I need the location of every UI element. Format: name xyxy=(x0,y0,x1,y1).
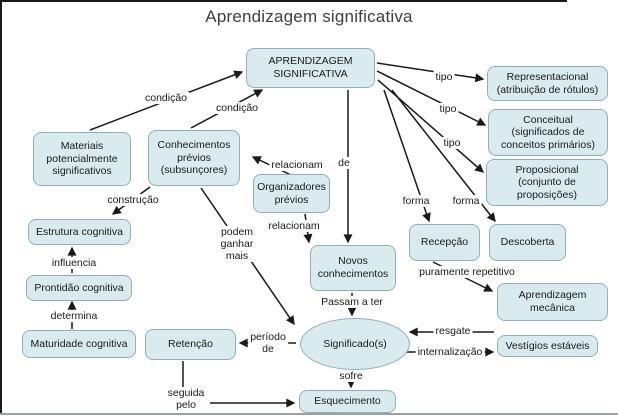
edge-label-tipo-2: tipo xyxy=(437,102,459,116)
edge-label-forma-1: forma xyxy=(400,194,432,208)
node-organizadores-previos: Organizadores prévios xyxy=(253,174,330,213)
edge-label-de: de xyxy=(336,156,352,170)
frame-border-bottom xyxy=(0,413,618,415)
edge-label-relacionam-1: relacionam xyxy=(269,158,325,172)
node-retencao: Retenção xyxy=(145,329,236,360)
node-representacional: Representacional (atribuição de rótulos) xyxy=(487,66,608,101)
diagram-title: Aprendizagem significativa xyxy=(205,7,413,26)
arrow-tipo-2 xyxy=(376,70,487,126)
node-proposicional: Proposicional (conjunto de proposições) xyxy=(486,159,608,206)
node-estrutura-cognitiva: Estrutura cognitiva xyxy=(28,219,131,245)
frame-border-left xyxy=(0,0,2,415)
edge-label-forma-2: forma xyxy=(450,194,482,208)
node-recepcao: Recepção xyxy=(409,224,480,261)
edge-label-tipo-1: tipo xyxy=(433,70,455,84)
arrow-tipo-1 xyxy=(376,62,485,83)
edge-label-relacionam-2: relacionam xyxy=(266,219,322,233)
node-descoberta: Descoberta xyxy=(489,224,566,261)
arrow-tipo-3 xyxy=(377,79,485,173)
edge-label-determina: determina xyxy=(48,309,100,323)
edge-label-condicao-2: condição xyxy=(213,101,261,115)
node-vestigios-estaveis: Vestígios estáveis xyxy=(497,335,598,357)
edge-label-influencia: influencia xyxy=(49,256,99,270)
node-novos-conhecimentos: Novos conhecimentos xyxy=(310,245,396,291)
edge-label-podem-ganhar-mais: podem ganhar mais xyxy=(218,225,256,263)
edge-label-condicao-1: condição xyxy=(142,91,190,105)
node-prontidao-cognitiva: Prontidão cognitiva xyxy=(26,275,132,301)
node-conceitual: Conceitual (significados de conceitos pr… xyxy=(488,109,608,156)
edge-label-internalizacao: internalização xyxy=(415,345,485,359)
edge-label-resgate: resgate xyxy=(433,324,473,338)
edge-label-tipo-3: tipo xyxy=(441,136,463,150)
edge-label-passam-a-ter: Passam a ter xyxy=(319,295,385,309)
edge-label-puramente-repetitivo: puramente repetitivo xyxy=(417,265,517,279)
frame-border-top xyxy=(0,0,567,2)
node-maturidade-cognitiva: Maturidade cognitiva xyxy=(22,330,136,358)
node-materiais-potencialmente-significativos: Materiais potencialmente significativos xyxy=(33,132,131,186)
node-esquecimento: Esquecimento xyxy=(299,390,396,413)
node-significados: Significado(s) xyxy=(300,318,410,370)
node-aprendizagem-mecanica: Aprendizagem mecânica xyxy=(497,283,608,321)
edge-label-seguida-pelo: seguida pelo xyxy=(165,386,207,412)
edge-label-periodo-de: período de xyxy=(248,330,288,356)
node-aprendizagem-significativa: APRENDIZAGEM SIGNIFICATIVA xyxy=(246,48,375,88)
edge-label-sofre: sofre xyxy=(337,369,365,383)
node-conhecimentos-previos: Conhecimentos prévios (subsunçores) xyxy=(148,130,240,186)
edge-label-construcao: construção xyxy=(105,193,161,207)
